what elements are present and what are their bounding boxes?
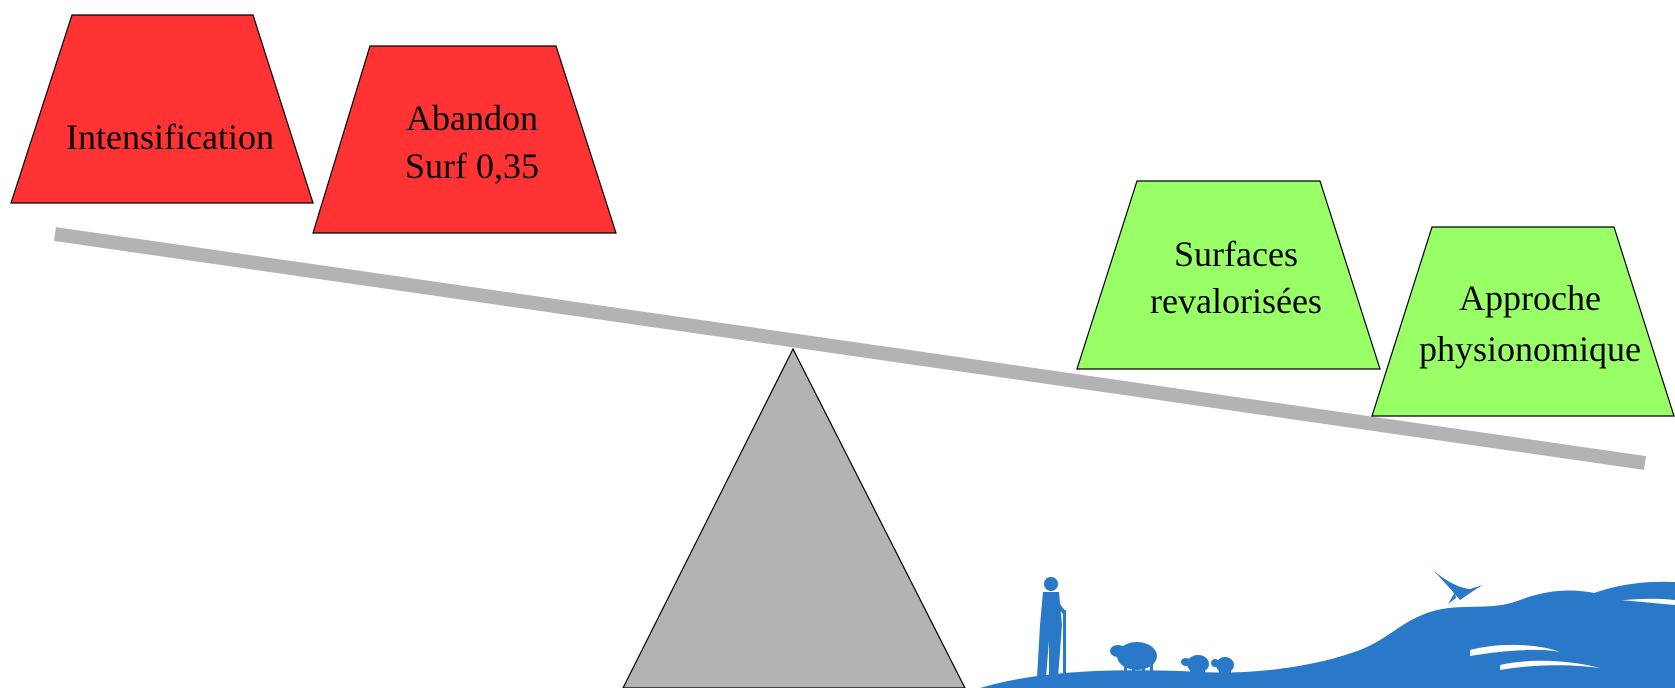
fulcrum-triangle <box>622 347 966 688</box>
hills-shape <box>980 590 1675 688</box>
weight-label-line-1: Approche <box>1459 278 1601 318</box>
balance-beam <box>54 227 1646 470</box>
weight-shape <box>1371 226 1675 417</box>
weight-abandon: Abandon Surf 0,35 <box>312 45 617 234</box>
sheep-icon <box>1211 657 1234 678</box>
weight-label-line-1: Abandon <box>406 98 538 138</box>
sheep-icon <box>1181 655 1209 678</box>
water-shape <box>1470 644 1560 656</box>
shepherd-icon <box>1037 577 1066 678</box>
weight-surfaces-revalorisees: Surfaces revalorisées <box>1076 180 1381 370</box>
weight-intensification: Intensification <box>10 14 314 204</box>
bird-icon <box>1434 571 1483 604</box>
sheep-icon <box>1110 642 1157 678</box>
pastoral-landscape-logo <box>980 571 1675 688</box>
weight-approche-physionomique: Approche physionomique <box>1371 226 1675 417</box>
weight-shape <box>1076 180 1381 370</box>
weight-label-line-1: Surfaces <box>1174 234 1298 274</box>
weight-shape <box>312 45 617 234</box>
weight-label-line-2: physionomique <box>1419 329 1641 369</box>
weight-label-line-2: revalorisées <box>1150 281 1322 321</box>
weight-label-line-2: Surf 0,35 <box>405 146 539 186</box>
water-shape <box>1500 660 1600 670</box>
weight-shape <box>10 14 314 204</box>
hill-crest-shape <box>1560 581 1675 610</box>
weight-label: Intensification <box>66 117 274 157</box>
